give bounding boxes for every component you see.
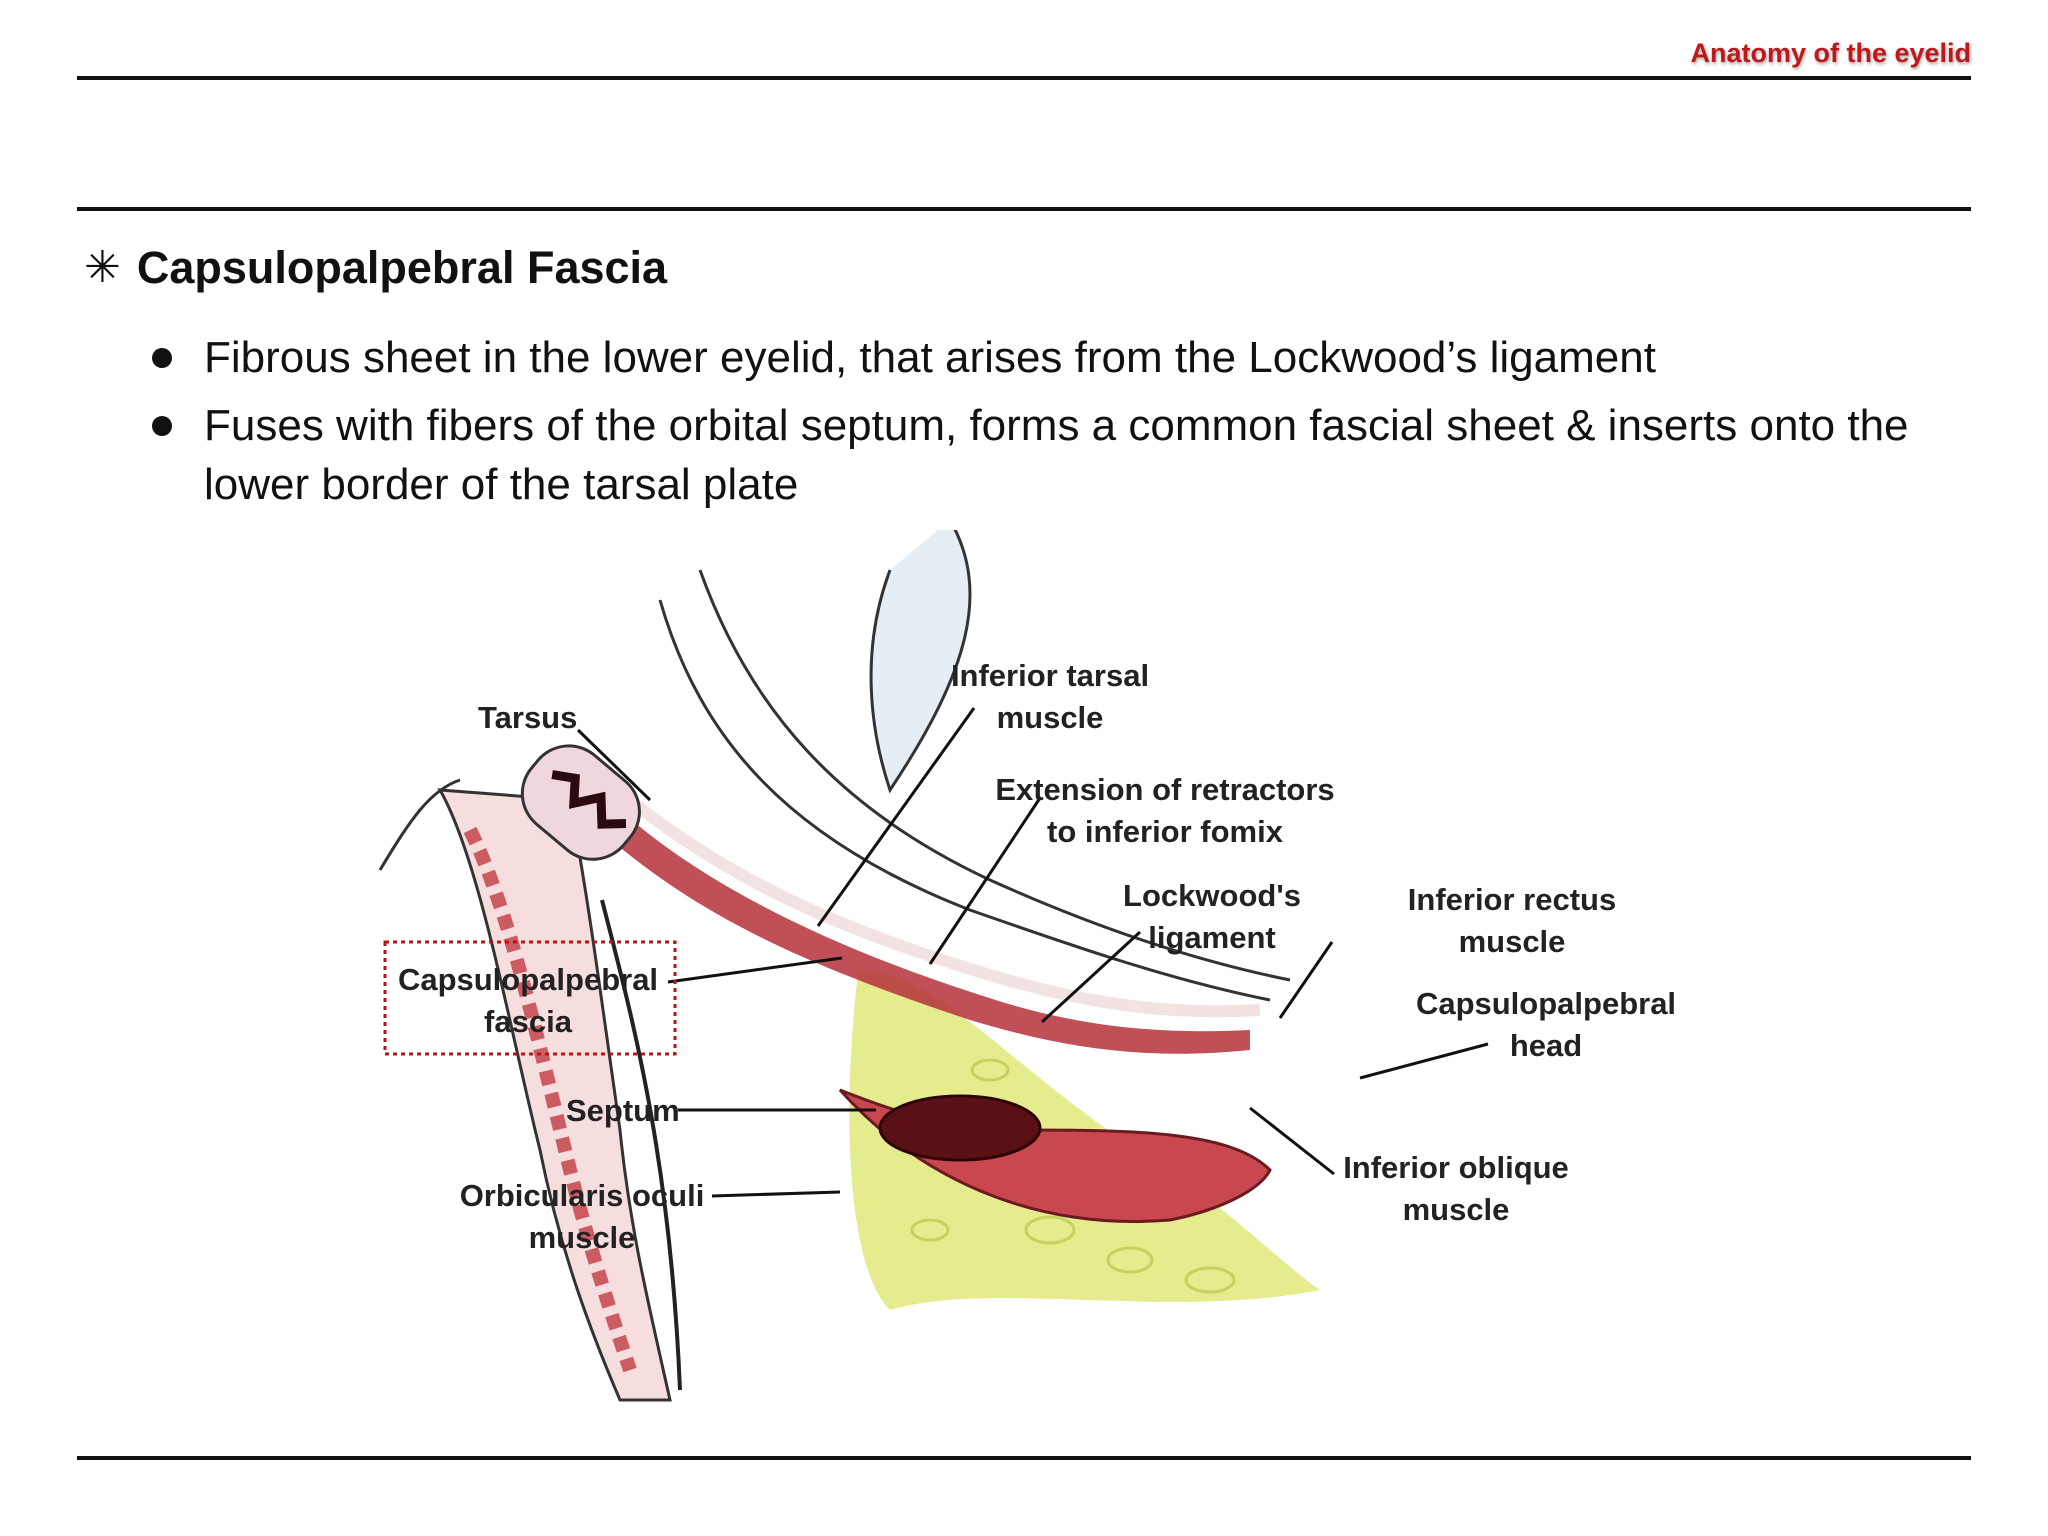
bullet-item: Fuses with fibers of the orbital septum,…: [140, 396, 1970, 514]
header-rule: [77, 76, 1971, 80]
label-capsulopalpebral-head: Capsulopalpebral: [1416, 986, 1676, 1021]
star-icon: ✳: [84, 243, 121, 292]
label-inferior-tarsal: Inferior tarsal: [951, 658, 1149, 693]
label-inferior-rectus: Inferior rectus: [1408, 882, 1616, 917]
label-lockwoods: Lockwood's: [1123, 878, 1301, 913]
title-rule: [77, 207, 1971, 211]
header-title: Anatomy of the eyelid: [1690, 38, 1971, 68]
globe-outline: [698, 569, 1291, 982]
label-orbicularis: muscle: [529, 1220, 636, 1255]
label-extension-retractors: Extension of retractors: [995, 772, 1334, 807]
bullet-text: Fibrous sheet in the lower eyelid, that …: [204, 333, 1656, 382]
label-capsulopalpebral-fascia: fascia: [484, 1004, 573, 1039]
fascial-sheet: [626, 795, 1261, 1018]
label-extension-retractors: to inferior fomix: [1047, 814, 1284, 849]
footer-rule: [77, 1456, 1971, 1460]
bullet-dot-icon: [152, 348, 172, 368]
label-orbicularis: Orbicularis oculi: [460, 1178, 705, 1213]
section-title: Capsulopalpebral Fascia: [136, 242, 668, 293]
bullet-item: Fibrous sheet in the lower eyelid, that …: [140, 328, 1970, 387]
label-capsulopalpebral-head: head: [1510, 1028, 1582, 1063]
label-septum: Septum: [566, 1093, 680, 1128]
label-inferior-oblique: muscle: [1403, 1192, 1510, 1227]
leader-lines: [576, 707, 1489, 1198]
eyelid-margin: [378, 778, 461, 871]
globe-outline: [658, 599, 1271, 1002]
label-inferior-tarsal: muscle: [997, 700, 1104, 735]
orbicularis-muscle: [463, 826, 637, 1373]
septum-line: [600, 899, 682, 1391]
eyelid-diagram: Tarsus Inferior tarsal muscle Extension …: [378, 530, 1676, 1402]
bullet-text: Fuses with fibers of the orbital septum,…: [204, 401, 1909, 509]
inferior-oblique-belly: [878, 1094, 1042, 1162]
bullet-dot-icon: [152, 416, 172, 436]
label-tarsus: Tarsus: [478, 700, 577, 735]
label-capsulopalpebral-fascia: Capsulopalpebral: [398, 962, 658, 997]
cornea-outline: [869, 530, 972, 794]
label-inferior-rectus: muscle: [1459, 924, 1566, 959]
label-lockwoods: ligament: [1148, 920, 1275, 955]
meibomian-gland: [551, 770, 627, 829]
highlight-box: [383, 940, 677, 1056]
section-heading: ✳ Capsulopalpebral Fascia: [84, 242, 667, 294]
bullet-list: Fibrous sheet in the lower eyelid, that …: [140, 328, 1970, 523]
label-inferior-oblique: Inferior oblique: [1343, 1150, 1569, 1185]
